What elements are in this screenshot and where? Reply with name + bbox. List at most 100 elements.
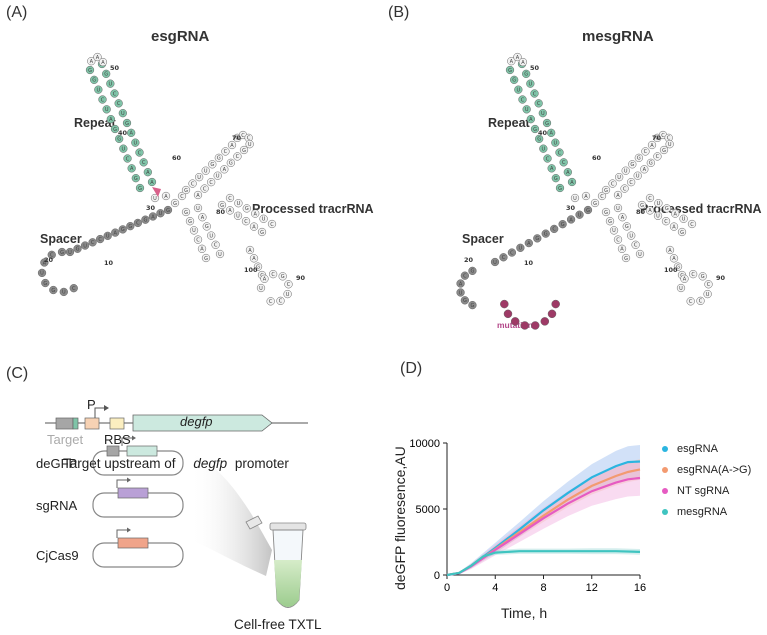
nucleotide-letter: C — [126, 156, 130, 162]
nucleotide — [268, 269, 278, 279]
nucleotide — [635, 249, 645, 259]
nucleotide — [98, 95, 107, 104]
nucleotide — [550, 224, 559, 234]
nucleotide-letter: G — [630, 162, 634, 168]
nucleotide-letter: G — [604, 188, 608, 194]
nucleotide-letter: A — [459, 281, 463, 287]
nucleotide-letter: U — [459, 290, 463, 296]
nucleotide-letter: A — [129, 131, 133, 137]
nucleotide — [513, 52, 522, 62]
nucleotide — [194, 172, 204, 182]
nucleotide — [627, 231, 636, 240]
nucleotide — [499, 253, 508, 262]
nucleotide — [503, 309, 513, 319]
construct-caption: Target upstream of degfp promoter — [63, 456, 289, 471]
y-tick-label: 10000 — [409, 438, 440, 450]
nucleotide-letter: A — [252, 256, 256, 262]
nucleotide — [696, 296, 705, 306]
nucleotide-letter: U — [106, 234, 110, 240]
nucleotide — [613, 203, 623, 213]
nucleotide-letter: A — [223, 167, 227, 173]
nucleotide-letter: C — [279, 299, 283, 305]
legend-item-esgrna-ag: esgRNA(A->G) — [662, 465, 751, 476]
nucleotide-letter: A — [529, 117, 533, 123]
nucleotide-letter: A — [673, 211, 677, 217]
nucleotide-letter: C — [142, 160, 146, 166]
nucleotide-letter: G — [245, 206, 249, 212]
nucleotide — [37, 268, 47, 278]
legend-item-esgrna: esgRNA — [662, 444, 718, 455]
nucleotide — [631, 240, 640, 249]
nucleotide — [49, 285, 58, 295]
nucleotide-letter: U — [541, 146, 545, 152]
nucleotide-letter: A — [643, 167, 647, 173]
nucleotide — [276, 296, 285, 306]
nucleotide-letter: G — [256, 264, 260, 270]
nucleotide-letter: A — [569, 217, 573, 223]
nucleotide — [131, 138, 140, 147]
nucleotide-letter: A — [672, 224, 676, 230]
nucleotide — [283, 289, 292, 299]
nucleotide-letter: U — [657, 201, 661, 207]
nucleotide-letter: G — [537, 137, 541, 143]
nucleotide-letter: A — [253, 211, 257, 217]
panel-b-tracr-label: Processed tracrRNA — [640, 202, 762, 216]
nucleotide — [601, 185, 611, 195]
nucleotide-letter: A — [164, 194, 168, 200]
nucleotide-letter: C — [552, 227, 556, 233]
nucleotide-letter: C — [228, 196, 232, 202]
nucleotide — [135, 148, 144, 157]
nucleotide-letter: U — [629, 233, 633, 239]
nucleotide-letter: A — [146, 170, 150, 176]
nucleotide — [605, 217, 615, 226]
nucleotide — [500, 299, 509, 309]
nucleotide-letter: U — [121, 146, 125, 152]
nucleotide-letter: G — [134, 176, 138, 182]
nucleotide-letter: A — [43, 260, 47, 266]
nucleotide — [614, 172, 624, 182]
caption-gene: degfp — [193, 456, 228, 471]
nucleotide-letter: A — [90, 59, 94, 65]
nucleotide — [524, 238, 533, 248]
nucleotide-letter: A — [150, 180, 154, 186]
nucleotide — [530, 124, 540, 134]
nucleotide — [621, 166, 630, 175]
nucleotide — [181, 207, 191, 217]
nucleotide-letter: G — [637, 156, 641, 162]
nucleotide — [233, 211, 243, 220]
nucleotide — [57, 247, 67, 257]
nucleotide-letter: C — [113, 91, 117, 97]
nucleotide — [516, 243, 525, 252]
nucleotide-letter: A — [101, 60, 105, 66]
nucleotide-letter: U — [236, 214, 240, 220]
target-label: Target — [47, 432, 84, 447]
nucleotide-letter: U — [216, 174, 220, 180]
nucleotide-letter: C — [546, 156, 550, 162]
nucleotide — [676, 283, 686, 293]
nucleotide — [221, 147, 230, 156]
nucleotide — [654, 199, 663, 208]
position-number: 30 — [566, 204, 576, 212]
nucleotide — [547, 164, 556, 173]
legend-label: esgRNA — [677, 443, 718, 455]
nucleotide-letter: G — [204, 256, 208, 262]
nucleotide-letter: U — [121, 111, 125, 117]
nucleotide — [118, 225, 127, 234]
nucleotide — [251, 209, 260, 218]
nucleotide-letter: C — [191, 181, 195, 187]
nucleotide — [170, 198, 180, 208]
nucleotide-letter: G — [649, 161, 653, 167]
nucleotide — [533, 234, 542, 243]
position-number: 10 — [524, 259, 534, 267]
position-number: 50 — [110, 64, 120, 72]
nucleotide — [202, 222, 211, 231]
x-tick-label: 16 — [634, 582, 646, 594]
nucleotide — [640, 165, 649, 174]
panel-a-repeat-label: Repeat — [74, 116, 116, 130]
nucleotide — [245, 140, 254, 149]
nucleotide — [234, 199, 243, 208]
panel-b-title: mesgRNA — [582, 28, 654, 45]
nucleotide-letter: C — [699, 299, 703, 305]
nucleotide-letter: U — [493, 260, 497, 266]
